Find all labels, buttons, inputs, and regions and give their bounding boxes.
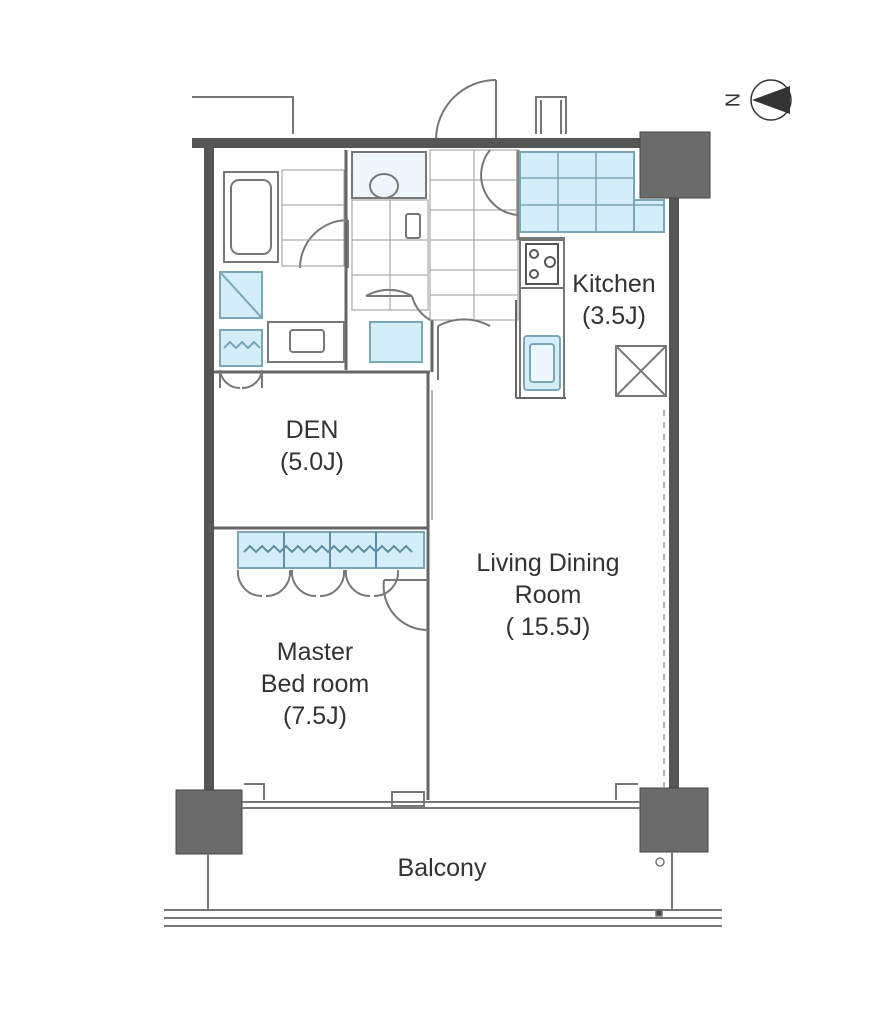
master-name-line2: Bed room	[260, 670, 370, 698]
living-size: ( 15.5J)	[505, 613, 591, 641]
den-size: (5.0J)	[280, 448, 344, 476]
master-size: (7.5J)	[283, 702, 347, 730]
kitchen-label: Kitchen (3.5J)	[566, 268, 662, 332]
master-door	[382, 579, 429, 632]
living-name-line1: Living Dining	[476, 549, 620, 577]
compass-letter: N	[722, 93, 744, 107]
exterior-walls	[192, 138, 679, 800]
linen-closet-doors	[219, 369, 263, 390]
balcony-label: Balcony	[372, 852, 512, 884]
master-closet-hangers	[243, 532, 413, 568]
hall-door	[437, 149, 519, 380]
exterior-top-fragments	[192, 96, 567, 134]
drain-icon	[655, 857, 665, 917]
stove-icon	[525, 243, 559, 285]
bath-door	[299, 219, 349, 269]
master-name-line1: Master	[276, 638, 354, 666]
living-label: Living Dining Room ( 15.5J)	[440, 547, 656, 643]
master-label: Master Bed room (7.5J)	[240, 636, 390, 732]
washbasin	[267, 321, 345, 363]
living-name-line2: Room	[514, 581, 582, 609]
den-name: DEN	[285, 416, 339, 444]
den-label: DEN (5.0J)	[252, 414, 372, 478]
north-compass: N	[722, 79, 792, 121]
sink-icon	[523, 335, 561, 391]
kitchen-partition	[515, 300, 566, 399]
entrance-door	[435, 79, 497, 141]
toilet	[351, 151, 427, 239]
shoe-cabinet	[369, 321, 423, 363]
master-closet-doors	[236, 569, 400, 598]
balcony-windows	[242, 783, 640, 809]
toilet-door	[365, 288, 431, 321]
balcony-name: Balcony	[397, 854, 487, 882]
bathtub	[223, 171, 279, 263]
kitchen-size: (3.5J)	[582, 302, 646, 330]
balcony-railing	[164, 852, 722, 927]
structural-columns	[175, 131, 711, 855]
washing-machine	[219, 271, 263, 319]
kitchen-name: Kitchen	[572, 270, 656, 298]
refrigerator-space	[615, 345, 667, 397]
interior-partitions	[214, 150, 520, 800]
kitchen-storage	[519, 151, 665, 233]
kitchen-storage-grid	[520, 152, 664, 232]
linen-closet	[219, 329, 263, 367]
bath-floor-grid	[281, 169, 345, 267]
